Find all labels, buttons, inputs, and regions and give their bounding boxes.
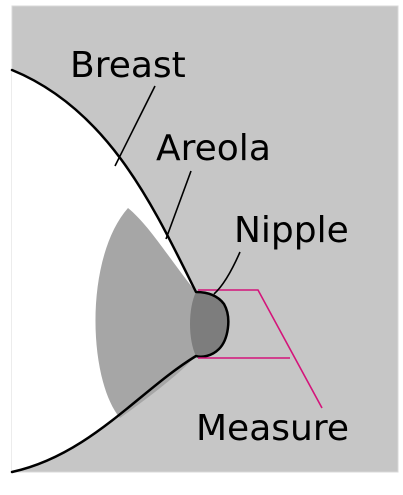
breast-label: Breast xyxy=(70,45,186,86)
measure-label: Measure xyxy=(196,408,349,449)
areola-label: Areola xyxy=(156,128,271,169)
nipple-label: Nipple xyxy=(234,210,349,251)
